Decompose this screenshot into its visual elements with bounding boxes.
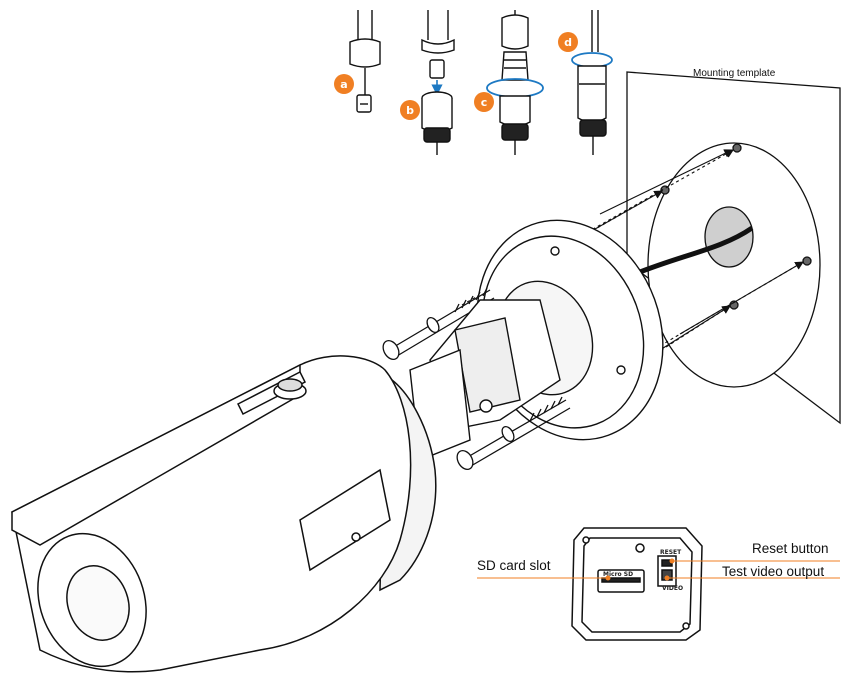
svg-text:a: a: [340, 78, 347, 91]
step-b-illustration: [421, 10, 455, 155]
cable: [629, 225, 754, 279]
step-badge-b: b: [400, 100, 420, 120]
test-video-output-label: Test video output: [722, 564, 825, 579]
mounting-template-sheet: [626, 71, 841, 425]
step-d-illustration: [571, 10, 613, 155]
callout-leaders: [477, 558, 840, 581]
step-a-illustration: [349, 10, 381, 113]
reset-marking: RESET: [660, 549, 682, 556]
camera-body: [11, 355, 437, 673]
svg-text:d: d: [564, 36, 572, 49]
step-badge-d: d: [558, 32, 578, 52]
svg-text:c: c: [481, 96, 488, 109]
mounting-template-label: Mounting template: [693, 68, 776, 79]
sd-card-slot-label: SD card slot: [477, 558, 551, 573]
step-badge-c: c: [474, 92, 494, 112]
video-marking: VIDEO: [662, 585, 683, 592]
micro-sd-marking: Micro SD: [603, 571, 633, 578]
step-badge-a: a: [334, 74, 354, 94]
camera-bracket: [409, 299, 561, 461]
reset-button-label: Reset button: [752, 541, 829, 556]
step-c-illustration: [486, 10, 544, 155]
svg-text:b: b: [406, 104, 414, 117]
connector-panel-inset: [571, 527, 703, 641]
